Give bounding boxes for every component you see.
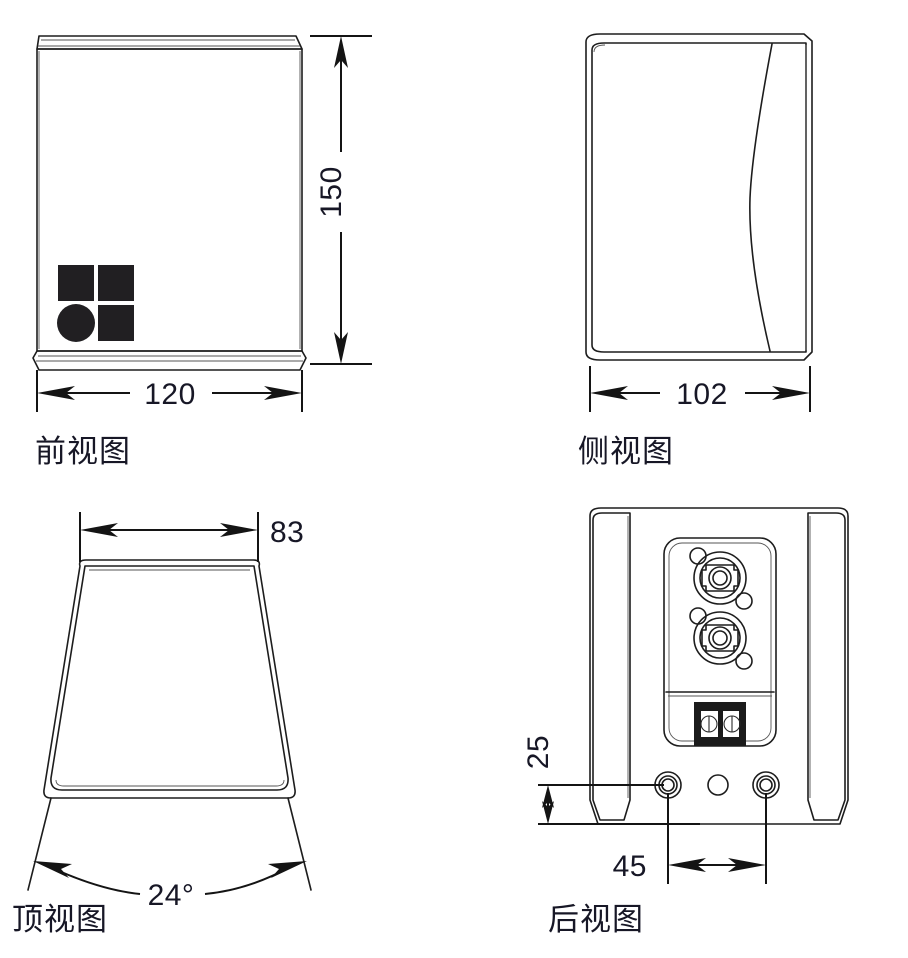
speakon-connector-lower — [689, 607, 753, 670]
logo-square-top-right — [98, 265, 134, 301]
side-outer-shell — [585, 33, 813, 361]
dimension-top-angle-value: 24° — [148, 879, 195, 912]
speakon-upper-screw-tl — [689, 547, 707, 565]
front-view: 150 120 前视图 — [32, 35, 372, 470]
speakon-lower-screw-br — [735, 652, 753, 670]
logo-badge — [57, 265, 134, 342]
view-label-rear: 后视图 — [548, 902, 644, 938]
top-angle-leg-left — [27, 797, 52, 891]
dimension-side-depth-value: 102 — [676, 378, 728, 411]
logo-square-top-left — [58, 265, 94, 301]
dimension-rear-hole-height-value: 25 — [522, 735, 555, 769]
speakon-upper-screw-br — [735, 592, 753, 610]
rear-outer-shell — [589, 507, 849, 825]
front-bottom-cap — [32, 350, 307, 371]
dimension-rear-hole-height: 25 — [522, 735, 700, 825]
speakon-lower-screw-tl — [689, 607, 707, 625]
dimension-top-width: 83 — [79, 512, 304, 562]
dimension-rear-hole-spacing: 45 — [613, 793, 767, 884]
terminal-block — [694, 702, 746, 746]
dimension-front-width-value: 120 — [144, 378, 196, 411]
dimension-front-width: 120 — [36, 370, 303, 412]
dimension-side-depth: 102 — [589, 366, 811, 412]
dimension-front-height: 150 — [310, 35, 372, 365]
view-label-side: 侧视图 — [578, 434, 674, 470]
top-angle-leg-right — [287, 797, 312, 891]
dimension-top-width-value: 83 — [270, 516, 304, 549]
dimension-top-angle: 24° — [33, 861, 307, 912]
side-curved-profile — [749, 43, 773, 352]
side-view: 102 侧视图 — [578, 33, 813, 470]
top-inner-body — [50, 565, 289, 791]
rear-right-bracket-rail — [807, 512, 846, 821]
logo-circle-bottom-left — [57, 304, 95, 342]
speakon-connector-upper — [689, 547, 753, 610]
top-view: 83 24° 顶视图 — [12, 512, 312, 938]
rear-view: 25 45 后视图 — [522, 507, 849, 938]
side-inner-body — [591, 42, 807, 353]
view-label-front: 前视图 — [35, 434, 131, 470]
logo-square-bottom-right — [98, 305, 134, 341]
dimension-front-height-value: 150 — [315, 166, 348, 218]
rear-left-bracket-rail — [592, 512, 631, 821]
top-outer-shell — [43, 559, 296, 799]
view-label-top: 顶视图 — [12, 902, 108, 938]
mount-hole-center — [707, 774, 729, 796]
dimension-rear-hole-spacing-value: 45 — [613, 850, 647, 883]
